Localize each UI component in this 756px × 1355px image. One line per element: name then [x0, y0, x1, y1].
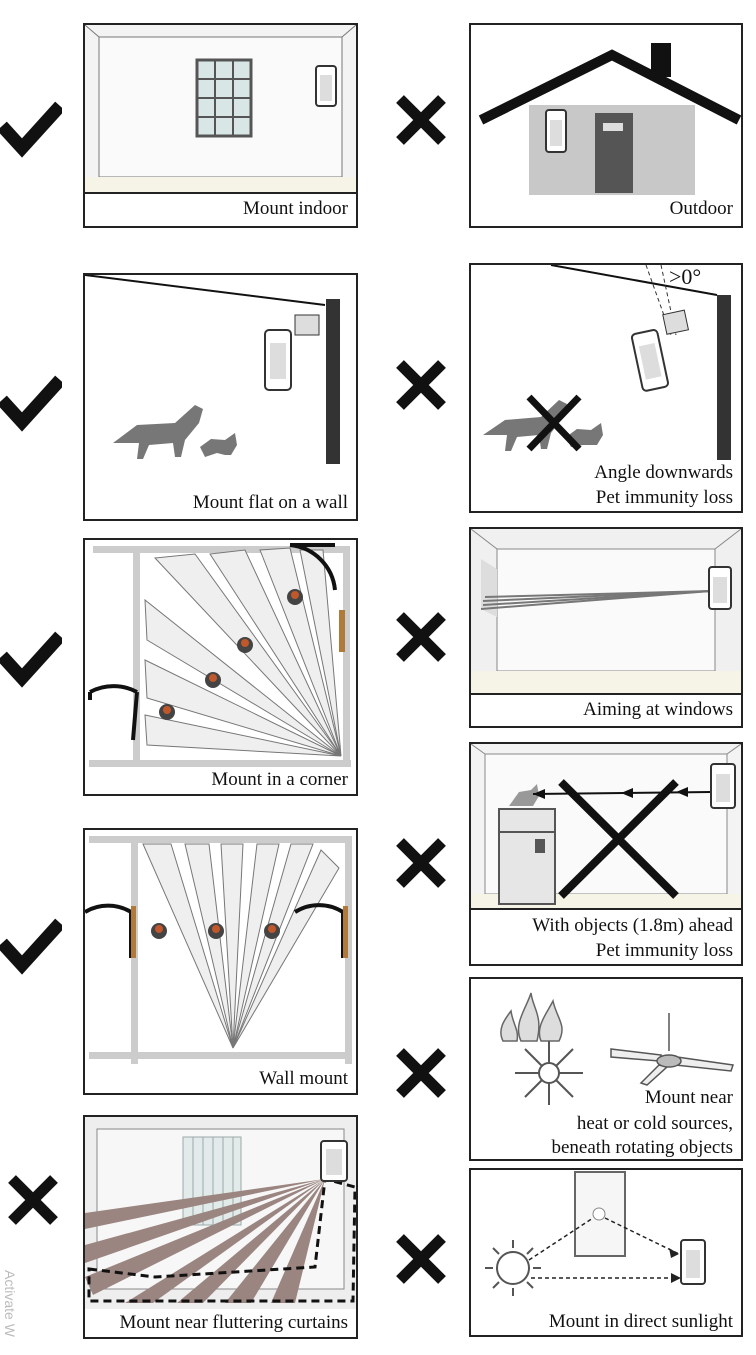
caption: Aiming at windows: [583, 699, 733, 720]
caption: Pet immunity loss: [595, 940, 733, 961]
sensor-icon: [320, 1140, 348, 1182]
caption: Outdoor: [669, 198, 733, 219]
flame-icon: [500, 992, 563, 1042]
caption: Mount flat on a wall: [192, 492, 348, 513]
panel-mount-indoor: Mount indoor: [83, 23, 358, 228]
caption: Mount in a corner: [211, 769, 348, 790]
sun-icon: [485, 1240, 541, 1296]
cat-icon: [200, 433, 237, 457]
panel-direct-sunlight: Mount in direct sunlight: [469, 1168, 743, 1337]
sensor-icon: [315, 65, 337, 107]
caption: Mount indoor: [242, 198, 348, 219]
caption: Pet immunity loss: [595, 487, 733, 508]
sensor-icon: [264, 314, 320, 391]
cross-icon: [396, 838, 446, 888]
cross-icon: [396, 612, 446, 662]
snowflake-icon: [515, 1041, 583, 1105]
caption: Mount near: [644, 1087, 733, 1108]
cross-icon: [558, 779, 679, 899]
dog-icon: [113, 405, 203, 459]
cross-icon: [396, 95, 446, 145]
angle-label: >0°: [669, 264, 702, 289]
detection-beams: [480, 590, 712, 610]
window-icon: [195, 58, 253, 138]
fridge-icon: [498, 808, 556, 905]
sensor-icon: [710, 763, 736, 809]
cross-icon: [8, 1175, 58, 1225]
check-icon: [0, 375, 62, 432]
sensor-icon: [708, 566, 732, 610]
cat-icon: [509, 784, 539, 806]
panel-mount-corner: Mount in a corner: [83, 538, 358, 796]
detection-beams: [85, 1179, 325, 1303]
caption: Mount in direct sunlight: [548, 1311, 733, 1332]
panel-objects-ahead: With objects (1.8m) ahead Pet immunity l…: [469, 742, 743, 966]
caption: Wall mount: [259, 1068, 348, 1089]
caption: Angle downwards: [594, 462, 733, 483]
panel-heat-cold: Mount near heat or cold sources, beneath…: [469, 977, 743, 1161]
caption: Mount near fluttering curtains: [119, 1312, 348, 1333]
sensor-icon: [680, 1239, 706, 1285]
panel-wall-mount: Wall mount: [83, 828, 358, 1095]
sensor-icon: [545, 109, 567, 153]
cross-icon: [396, 1048, 446, 1098]
panel-angle-downwards: >0° Angle downwards Pet immunity loss: [469, 263, 743, 513]
sensor-icon: [630, 309, 690, 392]
caption: beneath rotating objects: [551, 1137, 734, 1158]
detection-beams: [142, 843, 340, 1049]
panel-aiming-windows: Aiming at windows: [469, 527, 743, 728]
watermark: Activate W: [2, 1270, 18, 1337]
panel-fluttering-curtains: Mount near fluttering curtains: [83, 1115, 358, 1339]
ceiling-fan-icon: [610, 1013, 734, 1086]
cross-icon: [396, 360, 446, 410]
cross-icon: [396, 1234, 446, 1284]
check-icon: [0, 631, 62, 688]
panel-outdoor: Outdoor: [469, 23, 743, 228]
detection-beams: [144, 547, 342, 757]
check-icon: [0, 101, 62, 158]
check-icon: [0, 918, 62, 975]
panel-mount-flat: Mount flat on a wall: [83, 273, 358, 521]
caption: With objects (1.8m) ahead: [532, 915, 733, 936]
caption: heat or cold sources,: [576, 1113, 733, 1134]
cross-icon: [526, 394, 582, 452]
